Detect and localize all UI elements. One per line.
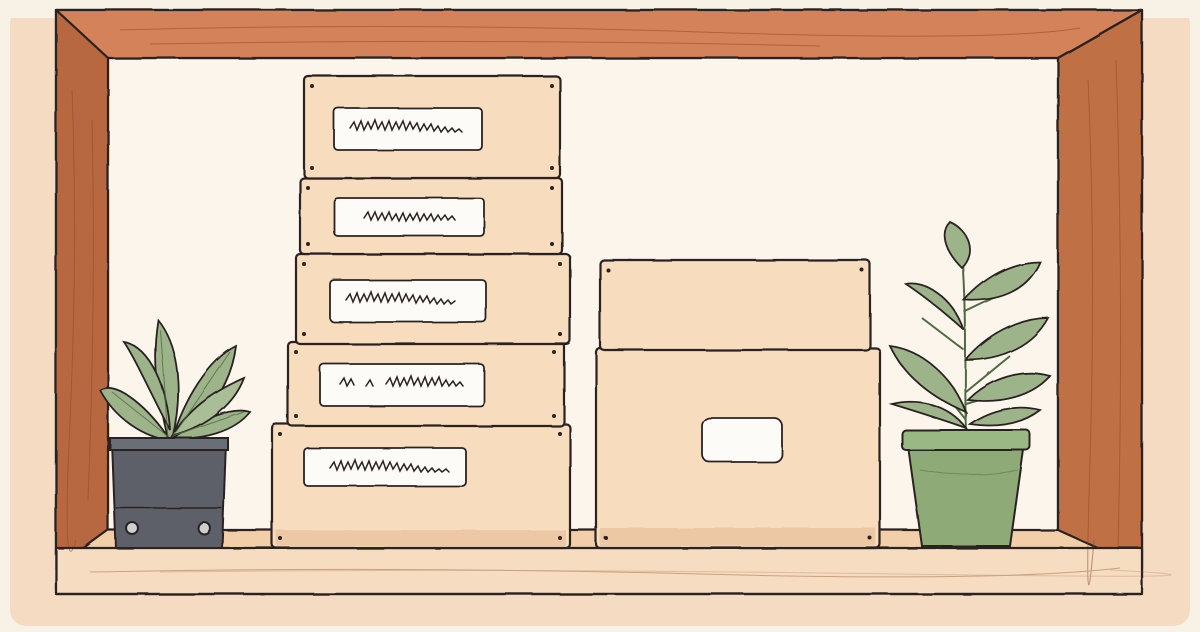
left-pot xyxy=(109,437,229,549)
stack-box-4-label xyxy=(319,363,485,407)
wood-grain xyxy=(66,25,1172,586)
right-plant-leaves xyxy=(888,220,1052,430)
box-rivets xyxy=(278,84,562,540)
stack-box-1-label xyxy=(333,107,483,151)
lidded-storage-box xyxy=(594,258,882,550)
stacked-boxes xyxy=(270,74,572,550)
stack-box-5 xyxy=(270,422,572,550)
right-plant xyxy=(888,220,1052,547)
stack-box-2 xyxy=(298,176,564,256)
stack-box-4 xyxy=(286,340,566,428)
right-bevel xyxy=(1056,8,1144,570)
right-pot xyxy=(901,429,1031,547)
shelf-edge xyxy=(56,547,1142,578)
label-scribbles xyxy=(329,117,464,474)
storage-box-lid xyxy=(598,258,872,352)
stack-box-3-label xyxy=(329,279,487,323)
left-plant xyxy=(98,317,252,549)
left-plant-leaves xyxy=(98,317,252,442)
left-bevel xyxy=(54,8,110,570)
top-bevel xyxy=(54,8,1144,60)
storage-box-handle xyxy=(701,417,783,463)
